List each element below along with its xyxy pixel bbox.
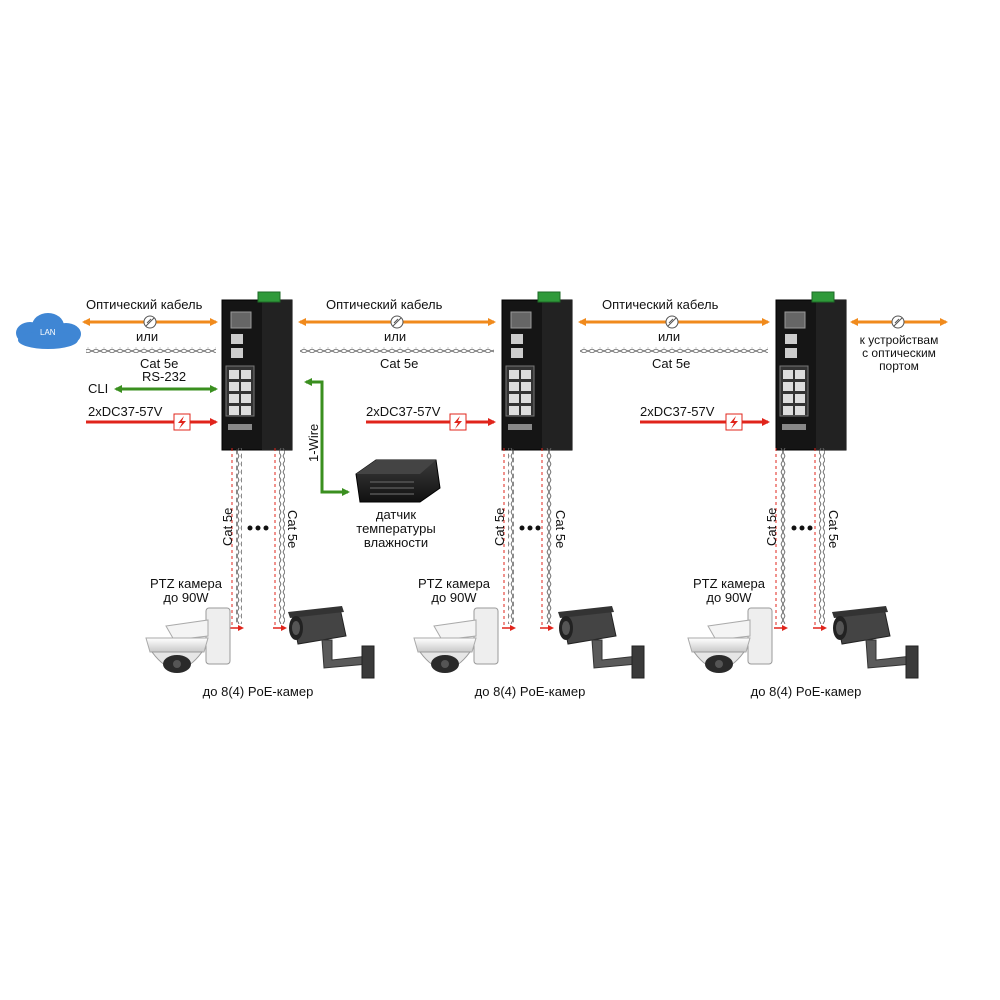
or-label-left: или (136, 329, 158, 344)
camera-group: Cat 5e Cat 5e PTZ камера до 90W до 8(4) … (145, 448, 375, 699)
one-wire-label: 1-Wire (306, 424, 321, 462)
dest-label-line2: с оптическим (862, 346, 936, 360)
group-footer-label: до 8(4) PoE-камер (203, 684, 314, 699)
cat-label-vertical-left: Cat 5e (220, 508, 235, 546)
ellipsis-dots (791, 525, 813, 531)
cat-label-vertical-right: Cat 5e (553, 510, 568, 548)
twisted-pair-1 (300, 347, 494, 353)
or-label-2: или (658, 329, 680, 344)
lightning-icon (449, 413, 467, 431)
cat-cable-right (819, 448, 825, 624)
fiber-coupler-icon (665, 315, 679, 329)
rs232-label: RS-232 (142, 369, 186, 384)
group-footer-label: до 8(4) PoE-камер (751, 684, 862, 699)
ptz-dome-camera-icon (687, 607, 773, 673)
lan-cloud-icon: LAN (16, 313, 81, 349)
lan-label: LAN (40, 328, 56, 337)
optical-label-left: Оптический кабель (86, 297, 203, 312)
sensor-label-line1: датчик (376, 507, 417, 522)
cat-cable-left (508, 448, 514, 624)
cat-label-vertical-left: Cat 5e (492, 508, 507, 546)
power-label-2: 2xDC37-57V (640, 404, 715, 419)
camera-group: Cat 5e Cat 5e PTZ камера до 90W до 8(4) … (413, 448, 645, 699)
industrial-poe-switch-icon (501, 291, 573, 451)
dest-label-line1: к устройствам (860, 333, 939, 347)
ptz-label-line2: до 90W (431, 590, 477, 605)
optical-label-2: Оптический кабель (602, 297, 719, 312)
cat-cable-right (279, 448, 285, 624)
cli-label: CLI (88, 381, 108, 396)
ptz-dome-camera-icon (413, 607, 499, 673)
ptz-dome-camera-icon (145, 607, 231, 673)
cat-cable-left (236, 448, 242, 624)
ptz-label-line1: PTZ камера (418, 576, 491, 591)
fiber-coupler-icon (390, 315, 404, 329)
bullet-camera-icon (832, 606, 919, 679)
ellipsis-dots (247, 525, 269, 531)
fiber-coupler-icon (891, 315, 905, 329)
ptz-label-line1: PTZ камера (693, 576, 766, 591)
lightning-icon (725, 413, 743, 431)
group-footer-label: до 8(4) PoE-камер (475, 684, 586, 699)
one-wire-link (304, 378, 350, 496)
cat-label-2: Cat 5e (652, 356, 690, 371)
or-label-1: или (384, 329, 406, 344)
ptz-label-line2: до 90W (163, 590, 209, 605)
industrial-poe-switch-icon (775, 291, 847, 451)
power-label-1: 2xDC37-57V (366, 404, 441, 419)
cat-cable-left (780, 448, 786, 624)
dest-label-line3: портом (879, 359, 919, 373)
twisted-pair-2 (580, 347, 768, 353)
cat-label-vertical-left: Cat 5e (764, 508, 779, 546)
cat-label-vertical-right: Cat 5e (285, 510, 300, 548)
bullet-camera-icon (288, 606, 375, 679)
cat-label-vertical-right: Cat 5e (826, 510, 841, 548)
sensor-label-line2: температуры (356, 521, 435, 536)
lightning-icon (173, 413, 191, 431)
optical-label-1: Оптический кабель (326, 297, 443, 312)
sensor-label-line3: влажности (364, 535, 428, 550)
fiber-coupler-icon (143, 315, 157, 329)
cat-label-left: Cat 5e (140, 356, 178, 371)
power-label-left: 2xDC37-57V (88, 404, 163, 419)
cat-cable-right (546, 448, 552, 624)
ptz-label-line1: PTZ камера (150, 576, 223, 591)
industrial-poe-switch-icon (221, 291, 293, 451)
camera-group: Cat 5e Cat 5e PTZ камера до 90W до 8(4) … (687, 448, 919, 699)
twisted-pair-left (86, 347, 216, 353)
ellipsis-dots (519, 525, 541, 531)
ptz-label-line2: до 90W (706, 590, 752, 605)
cat-label-1: Cat 5e (380, 356, 418, 371)
bullet-camera-icon (558, 606, 645, 679)
temperature-humidity-sensor-icon (355, 459, 441, 503)
